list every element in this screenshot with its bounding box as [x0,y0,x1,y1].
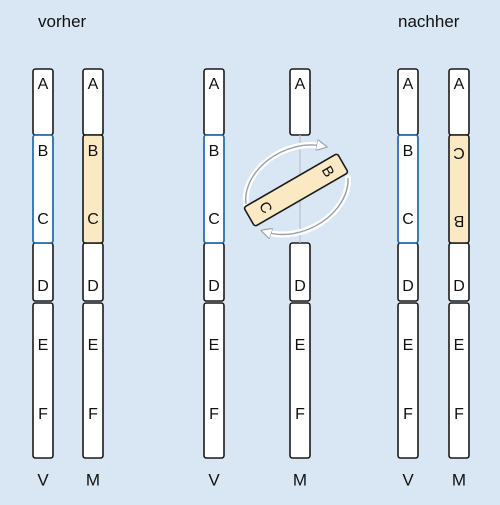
chromosome-6-label-f: F [454,406,464,423]
chromosome-3-label-e: E [209,337,220,354]
chromosome-4-segment-ef [289,302,311,459]
excised-segment-bc: CB [243,153,349,227]
chromosome-5-label-d: D [402,278,414,295]
header-before: vorher [38,12,87,31]
chromosome-5-label-e: E [403,337,414,354]
excised-segment-body [243,153,349,227]
chromosome-2-segment-ef [82,302,104,459]
chromosome-1-label-a: A [38,76,49,93]
chromosome-4-label-e: E [295,337,306,354]
chromosome-1-label-f: F [38,406,48,423]
chromosome-1-segment-bc [32,134,54,244]
chromosome-2-label-e: E [88,337,99,354]
chromosome-1-label-d: D [37,278,49,295]
chromosome-6-name: M [452,470,466,489]
chromosome-5-name: V [402,470,414,489]
chromosome-3-label-d: D [208,278,220,295]
chromosome-6-label-c-inverted: C [453,144,465,161]
chromosome-4-name: M [293,470,307,489]
chromosome-2-label-f: F [88,406,98,423]
chromosome-2-label-d: D [87,278,99,295]
chromosome-5-label-c: C [402,211,414,228]
chromosome-3-label-c: C [208,211,220,228]
chromosome-1-segment-ef [32,302,54,459]
chromosome-3-segment-bc [203,134,225,244]
chromosome-3-name: V [208,470,220,489]
rotation-arrows-icon-lower [266,177,349,234]
chromosome-5-label-f: F [403,406,413,423]
chromosome-2-segment-bc [82,134,104,244]
chromosome-3-segment-ef [203,302,225,459]
chromosome-2-label-b: B [88,143,99,160]
chromosome-6-segment-ef [448,302,470,459]
chromosome-6-label-e: E [454,337,465,354]
header-after: nachher [398,12,460,31]
chromosome-2-label-c: C [87,211,99,228]
chromosome-5-segment-ef [397,302,419,459]
chromosome-6-segment-cb [448,134,470,244]
chromosome-4-label-f: F [295,406,305,423]
chromosome-5-segment-bc [397,134,419,244]
chromosome-3-label-a: A [209,76,220,93]
chromosome-4-label-d: D [294,278,306,295]
chromosome-1-name: V [37,470,49,489]
chromosome-3-label-b: B [209,143,220,160]
chromosome-1-label-e: E [38,337,49,354]
chromosome-2-label-a: A [88,76,99,93]
chromosome-1-label-b: B [38,143,49,160]
chromosome-4-label-a: A [295,76,306,93]
chromosome-1-label-c: C [37,211,49,228]
rotation-arrows-icon-upper [245,145,322,205]
chromosome-6-label-a: A [454,76,465,93]
chromosome-5-label-a: A [403,76,414,93]
chromosome-2-name: M [86,470,100,489]
chromosome-5-label-b: B [403,143,414,160]
chromosome-6-label-b-inverted: B [454,212,465,229]
chromosome-3-label-f: F [209,406,219,423]
chromosome-6-label-d: D [453,278,465,295]
